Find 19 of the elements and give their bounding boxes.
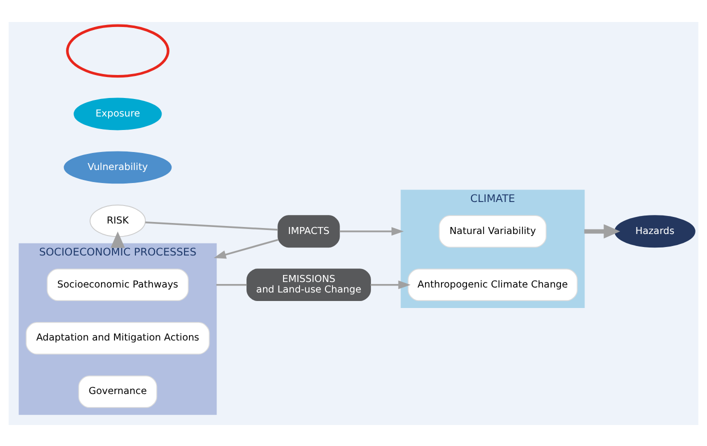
node-box: Adaptation and Mitigation Actions: [26, 322, 210, 354]
node-box: EMISSIONS and Land-use Change: [246, 268, 371, 301]
node-ellipse: Vulnerability: [64, 150, 172, 184]
node-ellipse: Exposure: [74, 97, 162, 130]
node-ellipse: [66, 24, 170, 78]
arrow: [370, 280, 411, 289]
arrow: [110, 231, 125, 248]
node-box: Anthropogenic Climate Change: [408, 268, 578, 301]
node-box: Socioeconomic Pathways: [46, 268, 189, 301]
arrow: [214, 238, 278, 258]
arrow: [340, 226, 404, 236]
node-box: Governance: [78, 375, 158, 408]
connector: [145, 220, 278, 230]
node-box: Natural Variability: [438, 214, 547, 248]
node-ellipse: Hazards: [614, 214, 696, 248]
node-ellipse: RISK: [90, 204, 146, 237]
node-box: IMPACTS: [278, 214, 340, 248]
connector: [216, 283, 247, 286]
arrow: [584, 224, 620, 238]
